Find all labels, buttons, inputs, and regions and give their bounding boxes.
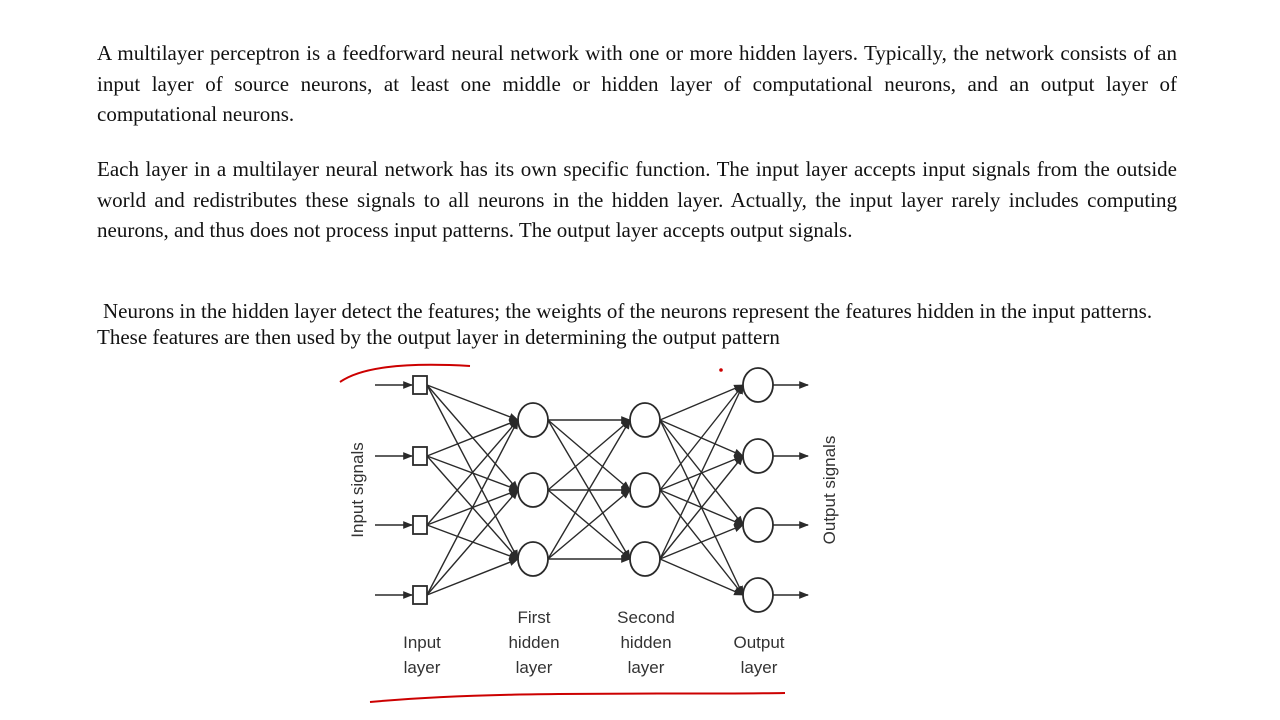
- connection-l1-2-0: [547, 419, 631, 560]
- annotation-dot: [719, 368, 723, 372]
- connections: [375, 381, 809, 599]
- input-neuron-0: [412, 375, 428, 395]
- first-hidden-neuron-1: [517, 472, 549, 508]
- connection-l0-3-1: [426, 489, 519, 596]
- first-hidden-neuron-0: [517, 402, 549, 438]
- input-neuron-1: [412, 446, 428, 466]
- connection-l0-3-0: [426, 419, 519, 596]
- first-hidden-neuron-2: [517, 541, 549, 577]
- connection-l1-2-1: [547, 489, 631, 560]
- input-signals-label: Input signals: [348, 442, 367, 537]
- second-hidden-label-line2: hidden: [620, 633, 671, 652]
- output-neuron-0: [742, 367, 774, 403]
- paragraph-layer-functions: Each layer in a multilayer neural networ…: [97, 157, 1177, 242]
- output-neuron-1: [742, 438, 774, 474]
- second-hidden-label-line3: layer: [628, 658, 665, 677]
- input-layer-label-line1: Input: [403, 633, 441, 652]
- input-neuron-2: [412, 515, 428, 535]
- connection-l2-0-0: [659, 384, 744, 421]
- first-hidden-label-line2: hidden: [508, 633, 559, 652]
- neurons: [412, 367, 774, 613]
- second-hidden-label-line1: Second: [617, 608, 675, 627]
- first-hidden-label-line1: First: [517, 608, 550, 627]
- connection-l2-2-1: [659, 455, 744, 560]
- output-signals-label: Output signals: [820, 436, 839, 545]
- connection-l2-2-0: [659, 384, 744, 560]
- connection-l0-0-0: [426, 384, 519, 421]
- connection-l0-3-2: [426, 558, 519, 596]
- output-neuron-3: [742, 577, 774, 613]
- output-layer-label-line2: layer: [741, 658, 778, 677]
- output-neuron-2: [742, 507, 774, 543]
- connection-l1-1-0: [547, 419, 631, 491]
- connection-l0-1-0: [426, 419, 519, 457]
- input-layer-label-line2: layer: [404, 658, 441, 677]
- connection-l2-2-2: [659, 524, 744, 560]
- second-hidden-neuron-2: [629, 541, 661, 577]
- connection-l2-1-0: [659, 384, 744, 491]
- connection-l2-2-3: [659, 558, 744, 596]
- first-hidden-label-line3: layer: [516, 658, 553, 677]
- second-hidden-neuron-0: [629, 402, 661, 438]
- second-hidden-neuron-1: [629, 472, 661, 508]
- paragraph-hidden-features: Neurons in the hidden layer detect the f…: [97, 299, 1153, 349]
- annotation-underline: [369, 692, 786, 703]
- paragraph-mlp-definition: A multilayer perceptron is a feedforward…: [97, 41, 1177, 126]
- annotation-stroke-top: [339, 363, 471, 383]
- input-neuron-3: [412, 585, 428, 605]
- connection-l0-2-0: [426, 419, 519, 526]
- output-layer-label-line1: Output: [733, 633, 784, 652]
